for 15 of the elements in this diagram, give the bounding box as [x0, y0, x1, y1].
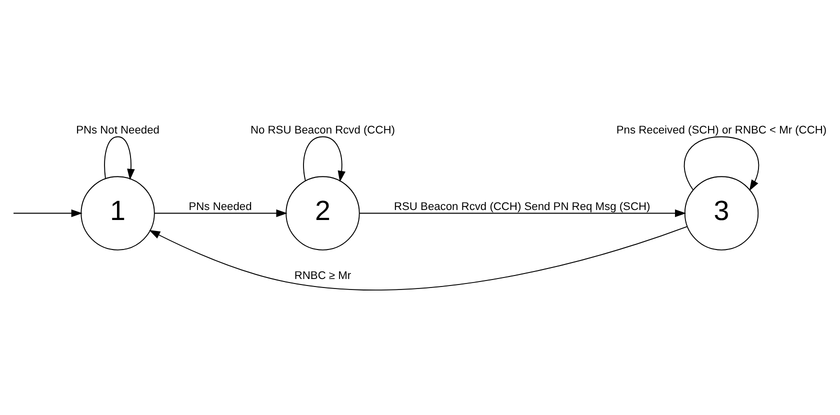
node-circle: 1: [80, 176, 155, 250]
arrow: [104, 136, 135, 180]
edge-label: Pns Received (SCH) or RNBC < Mr (CCH): [616, 124, 827, 137]
arrow: [359, 209, 686, 218]
arrow: [303, 136, 346, 182]
edge-label: RSU Beacon Rcvd (CCH) Send PN Req Msg (SCH): [394, 201, 650, 214]
node-circle: 2: [286, 176, 360, 250]
arrow: [13, 209, 82, 218]
arrow: [154, 209, 288, 218]
arrow: [684, 136, 760, 191]
arrow: [149, 226, 688, 290]
edge-label: RNBC ≥ Mr: [294, 270, 352, 282]
edge-label: PNs Not Needed: [76, 124, 160, 137]
edge-label: No RSU Beacon Rcvd (CCH): [250, 124, 395, 137]
edge-label: PNs Needed: [188, 201, 252, 214]
